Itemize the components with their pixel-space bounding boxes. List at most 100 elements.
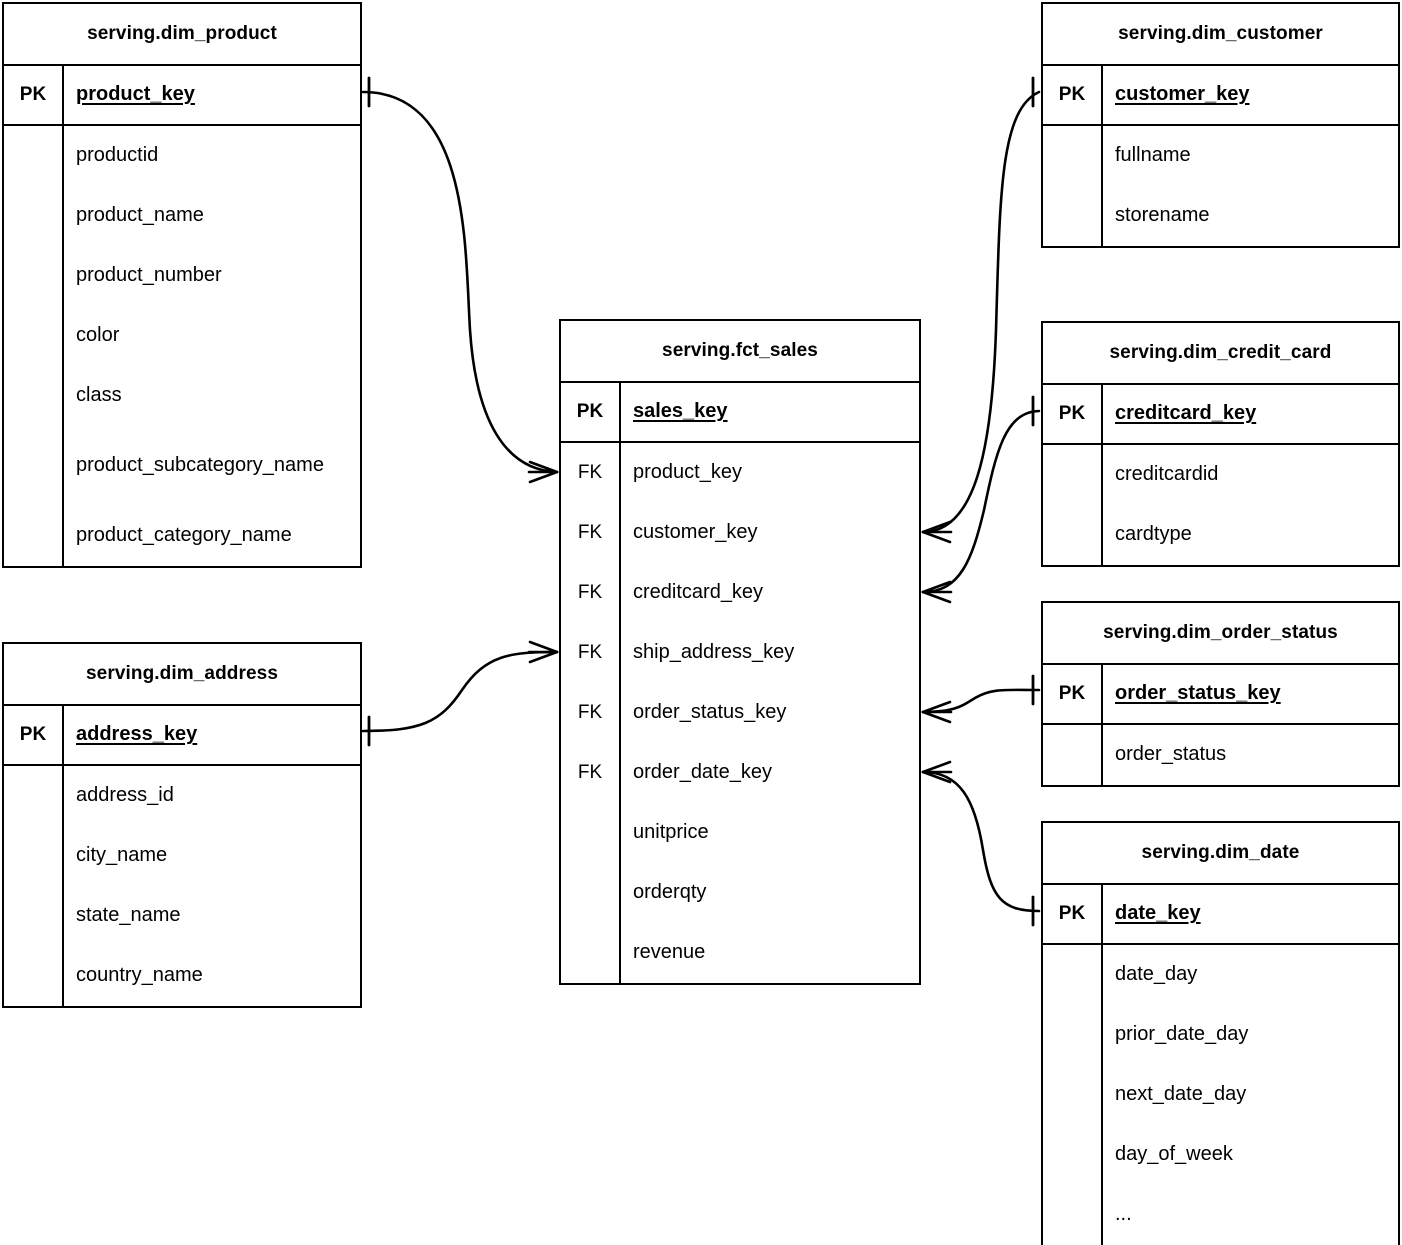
column-row[interactable]: order_status <box>1043 725 1398 785</box>
column-name: country_name <box>76 964 203 987</box>
column-name: customer_key <box>633 521 758 544</box>
key-label: PK <box>561 383 621 441</box>
key-label: FK <box>561 563 621 623</box>
column-name: product_name <box>76 204 204 227</box>
column-row-primary-key[interactable]: PK sales_key <box>561 383 919 443</box>
column-row[interactable]: unitprice <box>561 803 919 863</box>
column-row-primary-key[interactable]: PK product_key <box>4 66 360 126</box>
column-row[interactable]: color <box>4 306 360 366</box>
entity-title: serving.dim_credit_card <box>1043 323 1398 385</box>
column-name: ... <box>1115 1203 1132 1226</box>
column-name: city_name <box>76 844 168 867</box>
column-row[interactable]: cardtype <box>1043 505 1398 565</box>
key-label <box>1043 505 1103 565</box>
column-name: customer_key <box>1115 83 1250 106</box>
column-row[interactable]: productid <box>4 126 360 186</box>
column-row-primary-key[interactable]: PK order_status_key <box>1043 665 1398 725</box>
key-label <box>1043 1065 1103 1125</box>
column-row[interactable]: class <box>4 366 360 426</box>
column-row[interactable]: date_day <box>1043 945 1398 1005</box>
column-row[interactable]: prior_date_day <box>1043 1005 1398 1065</box>
column-name: product_key <box>633 461 742 484</box>
column-row-foreign-key[interactable]: FK product_key <box>561 443 919 503</box>
column-name: state_name <box>76 904 181 927</box>
relationship-sales-customer <box>921 76 1041 544</box>
crowsfoot-many <box>921 760 953 784</box>
entity-dim-product[interactable]: serving.dim_product PK product_key produ… <box>2 2 362 568</box>
column-row[interactable]: storename <box>1043 186 1398 246</box>
key-label <box>4 766 64 826</box>
column-name: date_day <box>1115 963 1198 986</box>
key-label <box>4 426 64 506</box>
column-row[interactable]: state_name <box>4 886 360 946</box>
column-row-primary-key[interactable]: PK address_key <box>4 706 360 766</box>
column-row[interactable]: city_name <box>4 826 360 886</box>
column-row-foreign-key[interactable]: FK ship_address_key <box>561 623 919 683</box>
key-label <box>1043 1005 1103 1065</box>
column-row[interactable]: orderqty <box>561 863 919 923</box>
column-name: product_category_name <box>76 524 292 547</box>
entity-columns: PK product_key productid product_name pr… <box>4 66 360 566</box>
column-row[interactable]: product_name <box>4 186 360 246</box>
column-name: product_subcategory_name <box>76 454 324 477</box>
column-name: creditcard_key <box>633 581 764 604</box>
column-row-primary-key[interactable]: PK customer_key <box>1043 66 1398 126</box>
column-row[interactable]: ... <box>1043 1185 1398 1245</box>
column-row-primary-key[interactable]: PK creditcard_key <box>1043 385 1398 445</box>
key-label <box>4 366 64 426</box>
key-label <box>1043 725 1103 785</box>
column-row[interactable]: country_name <box>4 946 360 1006</box>
column-name: productid <box>76 144 159 167</box>
crowsfoot-many <box>921 580 953 604</box>
column-name: storename <box>1115 204 1210 227</box>
column-row[interactable]: next_date_day <box>1043 1065 1398 1125</box>
entity-dim-order-status[interactable]: serving.dim_order_status PK order_status… <box>1041 601 1400 787</box>
entity-dim-customer[interactable]: serving.dim_customer PK customer_key ful… <box>1041 2 1400 248</box>
entity-dim-date[interactable]: serving.dim_date PK date_key date_day pr… <box>1041 821 1400 1245</box>
key-label: PK <box>4 66 64 124</box>
relationship-address-sales <box>361 640 559 747</box>
column-name: product_number <box>76 264 222 287</box>
column-name: next_date_day <box>1115 1083 1247 1106</box>
column-row[interactable]: revenue <box>561 923 919 983</box>
column-row[interactable]: product_number <box>4 246 360 306</box>
entity-dim-address[interactable]: serving.dim_address PK address_key addre… <box>2 642 362 1008</box>
column-name: unitprice <box>633 821 709 844</box>
relationship-sales-date <box>921 760 1041 927</box>
column-row[interactable]: product_category_name <box>4 506 360 566</box>
column-row-foreign-key[interactable]: FK order_status_key <box>561 683 919 743</box>
crowsfoot-many <box>527 460 559 484</box>
key-label: FK <box>561 743 621 803</box>
entity-title: serving.dim_customer <box>1043 4 1398 66</box>
entity-columns: PK date_key date_day prior_date_day next… <box>1043 885 1398 1245</box>
key-label: PK <box>4 706 64 764</box>
column-name: prior_date_day <box>1115 1023 1249 1046</box>
column-row[interactable]: creditcardid <box>1043 445 1398 505</box>
entity-columns: PK customer_key fullname storename <box>1043 66 1398 246</box>
column-row[interactable]: day_of_week <box>1043 1125 1398 1185</box>
column-row-primary-key[interactable]: PK date_key <box>1043 885 1398 945</box>
column-row[interactable]: fullname <box>1043 126 1398 186</box>
entity-dim-credit-card[interactable]: serving.dim_credit_card PK creditcard_ke… <box>1041 321 1400 567</box>
key-label <box>1043 186 1103 246</box>
column-row-foreign-key[interactable]: FK order_date_key <box>561 743 919 803</box>
relationship-sales-orderstatus <box>921 674 1041 724</box>
column-row[interactable]: product_subcategory_name <box>4 426 360 506</box>
column-row[interactable]: address_id <box>4 766 360 826</box>
column-row-foreign-key[interactable]: FK creditcard_key <box>561 563 919 623</box>
entity-fct-sales[interactable]: serving.fct_sales PK sales_key FK produc… <box>559 319 921 985</box>
crowsfoot-many <box>527 640 559 664</box>
column-row-foreign-key[interactable]: FK customer_key <box>561 503 919 563</box>
key-label: FK <box>561 503 621 563</box>
column-name: ship_address_key <box>633 641 795 664</box>
column-name: address_id <box>76 784 174 807</box>
column-name: address_key <box>76 723 198 746</box>
key-label <box>4 126 64 186</box>
key-label: PK <box>1043 885 1103 943</box>
entity-columns: PK order_status_key order_status <box>1043 665 1398 785</box>
column-name: sales_key <box>633 400 728 423</box>
entity-title: serving.dim_product <box>4 4 360 66</box>
key-label: FK <box>561 683 621 743</box>
crowsfoot-many <box>921 520 953 544</box>
